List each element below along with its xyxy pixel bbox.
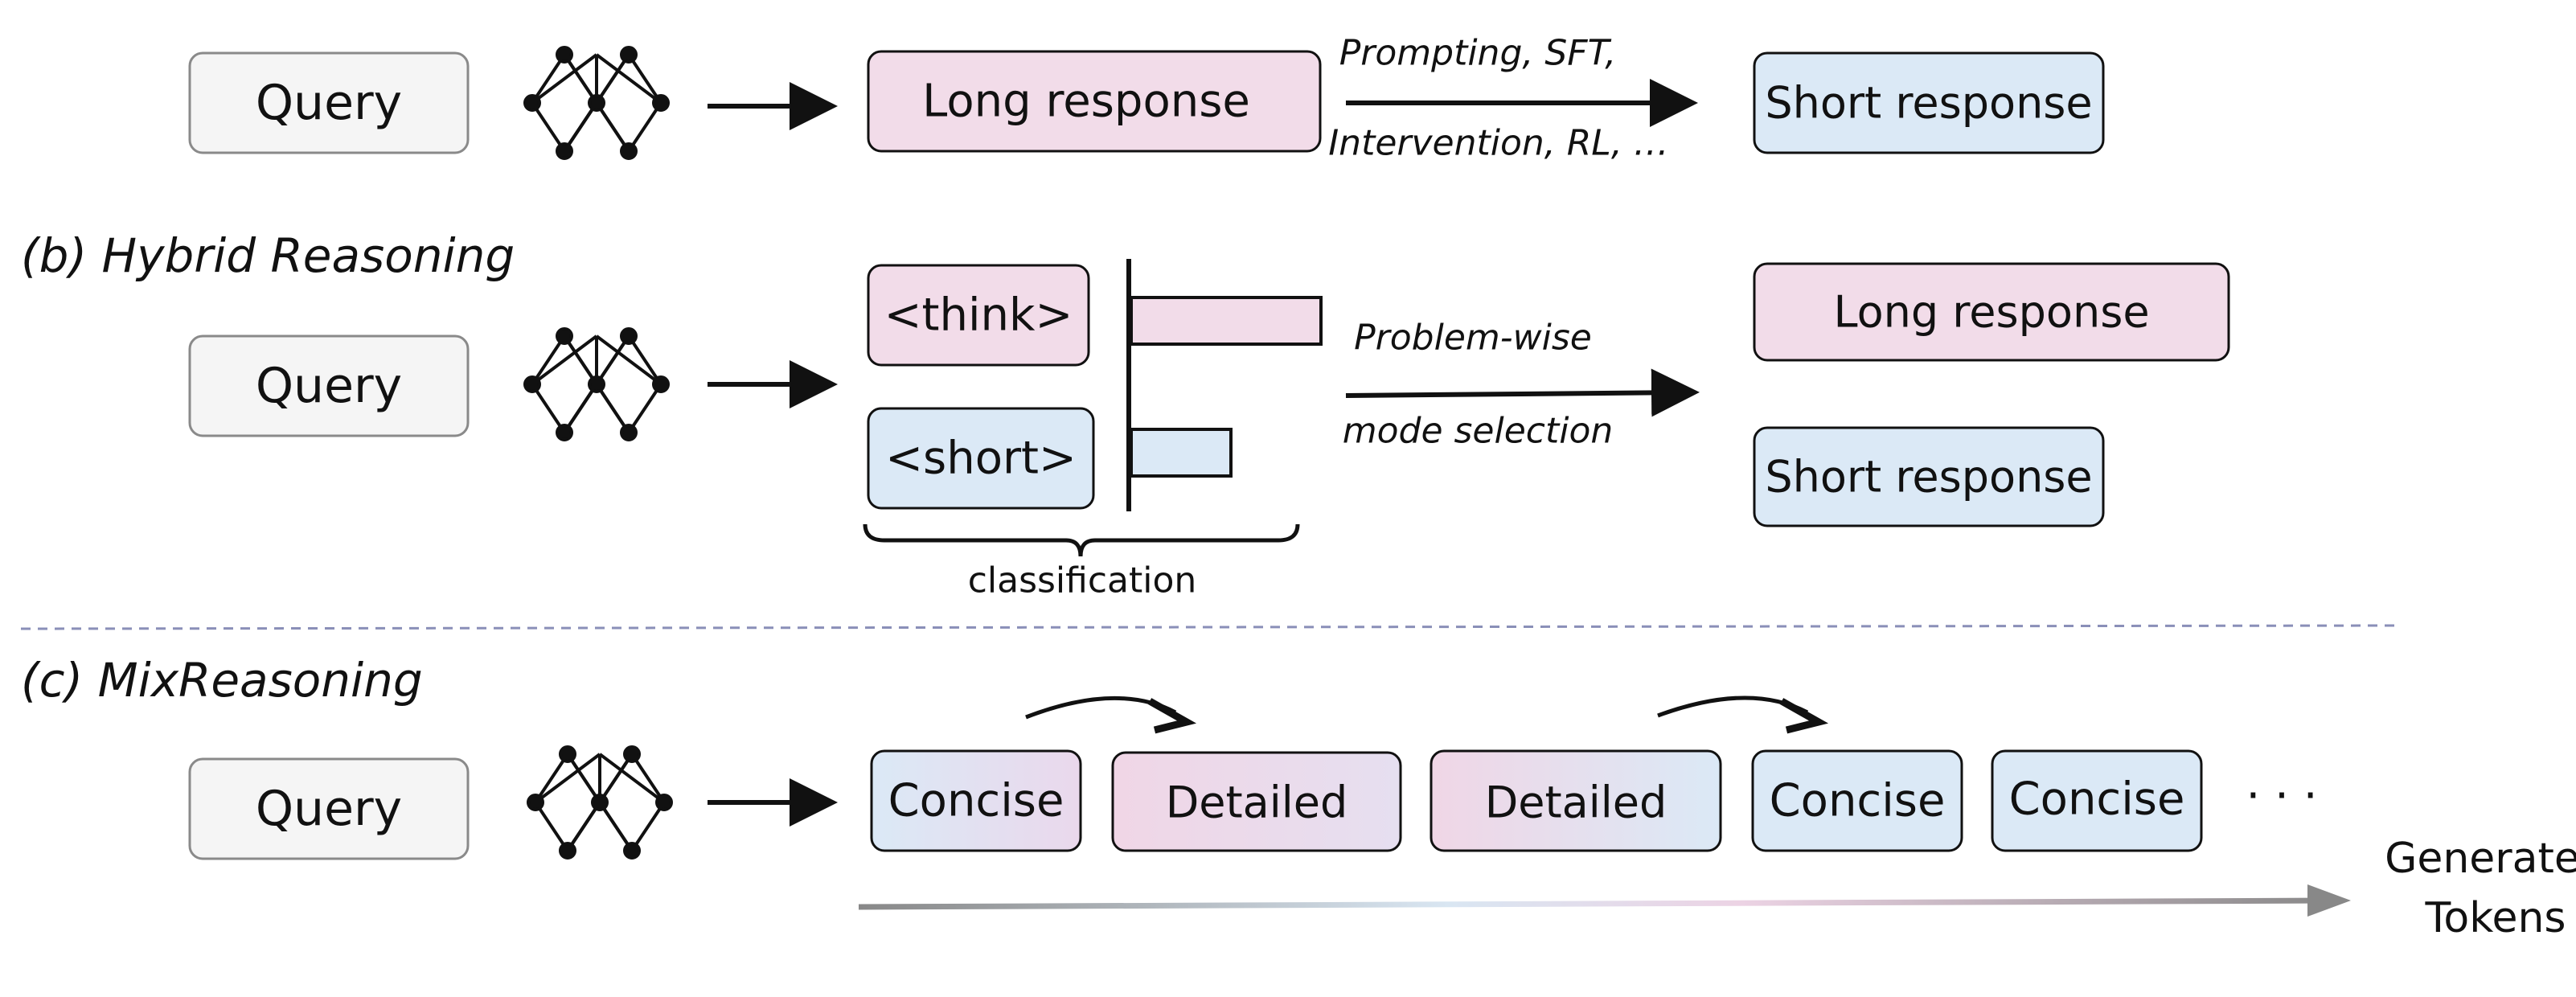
short-probability-bar xyxy=(1130,428,1233,478)
mixreasoning-heading: (c) MixReasoning xyxy=(21,653,423,708)
row-b: (b) Hybrid Reasoning Query <think> <shor… xyxy=(21,228,2230,601)
classification-brace xyxy=(863,523,1300,557)
arrow-label-top: Problem-wise xyxy=(1354,318,1592,359)
query-label: Query xyxy=(256,358,402,414)
short-token-box xyxy=(867,407,1095,510)
segment-label: Concise xyxy=(1770,775,1946,827)
hybrid-reasoning-heading: (b) Hybrid Reasoning xyxy=(21,228,515,283)
transition-arrowhead xyxy=(1779,698,1829,734)
classification-label: classification xyxy=(968,560,1197,601)
row-c: (c) MixReasoning Query Concise Detailed … xyxy=(21,653,2576,942)
arrow-label-top: Prompting, SFT, xyxy=(1339,33,1616,74)
segment-box xyxy=(870,749,1082,852)
neural-network-icon xyxy=(523,46,670,160)
query-box xyxy=(188,334,470,437)
neural-network-icon xyxy=(527,745,673,860)
generated-tokens-axis xyxy=(858,897,2332,910)
ellipsis: · · · xyxy=(2246,770,2317,823)
segment-box xyxy=(1991,749,2203,852)
segment-label: Concise xyxy=(888,775,1064,827)
long-response-box xyxy=(867,50,1322,153)
query-box xyxy=(188,757,470,860)
query-box xyxy=(188,51,470,154)
axis-label-line1: Generated xyxy=(2385,835,2576,883)
axis-arrowhead xyxy=(2307,884,2351,917)
arrow-label-bottom: Intervention, RL, … xyxy=(1328,123,1669,164)
query-label: Query xyxy=(256,781,402,837)
arrow-to-responses xyxy=(1345,368,1700,417)
arrow-label-bottom: mode selection xyxy=(1343,411,1614,452)
transition-arrowhead xyxy=(1147,698,1197,734)
short-response-label: Short response xyxy=(1765,452,2092,503)
row-a: Query Long response Prompting, SFT, Inte… xyxy=(188,33,2105,164)
segment-box xyxy=(1751,749,1963,852)
short-response-box xyxy=(1753,426,2105,527)
short-response-label: Short response xyxy=(1765,78,2092,129)
segment-label: Concise xyxy=(2009,773,2185,826)
think-token-box xyxy=(867,264,1090,367)
section-divider xyxy=(20,624,2397,630)
short-token-label: <short> xyxy=(885,433,1077,485)
segment-box xyxy=(1430,749,1722,852)
long-response-label: Long response xyxy=(922,76,1250,128)
neural-network-icon xyxy=(523,327,670,441)
segment-label: Detailed xyxy=(1485,777,1667,828)
think-probability-bar xyxy=(1130,296,1323,346)
think-token-label: <think> xyxy=(884,289,1073,342)
query-label: Query xyxy=(256,75,402,131)
long-response-box xyxy=(1753,262,2230,362)
short-response-box xyxy=(1753,51,2105,154)
long-response-label: Long response xyxy=(1833,287,2149,338)
segment-label: Detailed xyxy=(1166,777,1348,828)
segment-box xyxy=(1111,751,1402,852)
axis-label-line2: Tokens xyxy=(2424,894,2566,942)
